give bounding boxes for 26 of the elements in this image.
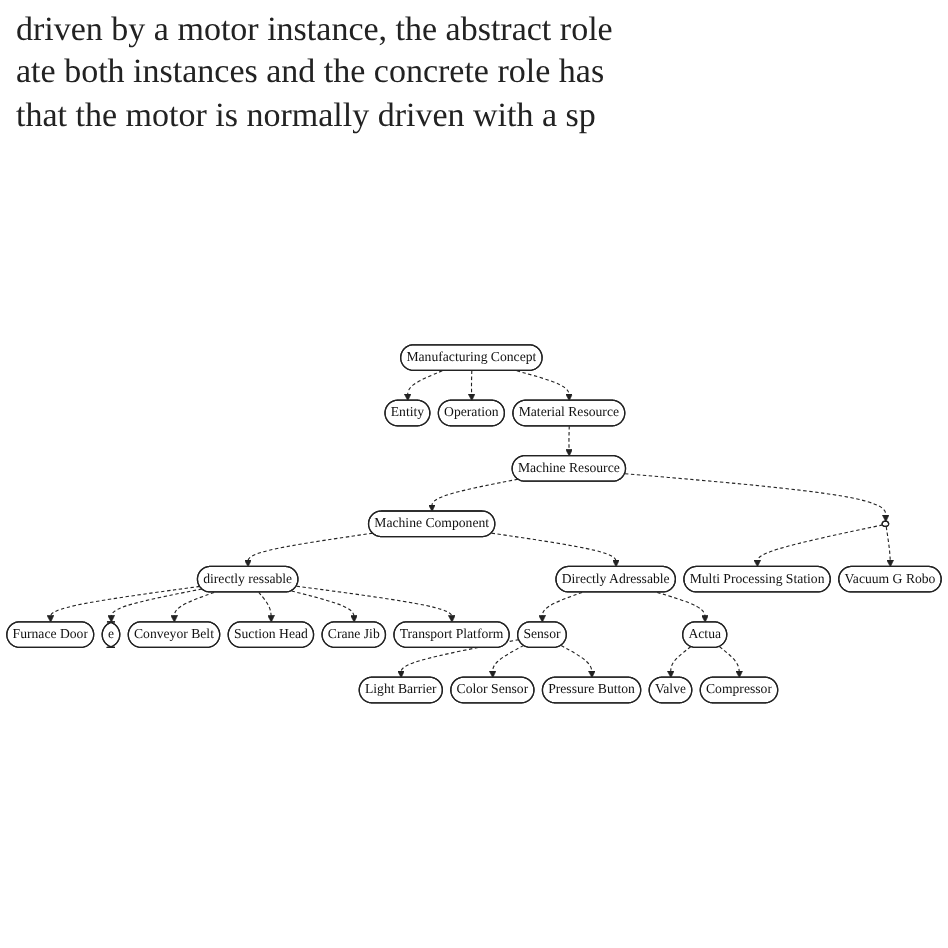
arrow <box>656 591 709 623</box>
arrow <box>666 645 692 678</box>
arrow <box>885 525 894 567</box>
arrow <box>467 369 476 401</box>
arrow <box>428 478 519 512</box>
arrow <box>491 532 620 567</box>
arrow <box>107 588 203 623</box>
arrow <box>258 591 275 623</box>
arrow <box>46 585 201 623</box>
arrow <box>290 590 358 623</box>
arrow <box>624 472 890 522</box>
arrow <box>538 591 583 623</box>
arrow <box>244 532 374 567</box>
arrow <box>170 591 215 623</box>
arrow <box>403 369 443 401</box>
arrow <box>753 524 884 567</box>
arrow <box>719 645 743 678</box>
arrow <box>488 644 525 678</box>
arrow <box>397 638 520 678</box>
arrow <box>295 585 456 623</box>
arrow <box>560 644 596 678</box>
paragraph-text: ate both instances and the concrete role has <box>16 50 607 93</box>
paragraph-text: driven by a motor instance, the abstract role <box>16 8 615 51</box>
arrow <box>516 369 573 401</box>
arrow <box>565 425 573 457</box>
paragraph-text: that the motor is normally driven with a sp <box>16 93 598 136</box>
